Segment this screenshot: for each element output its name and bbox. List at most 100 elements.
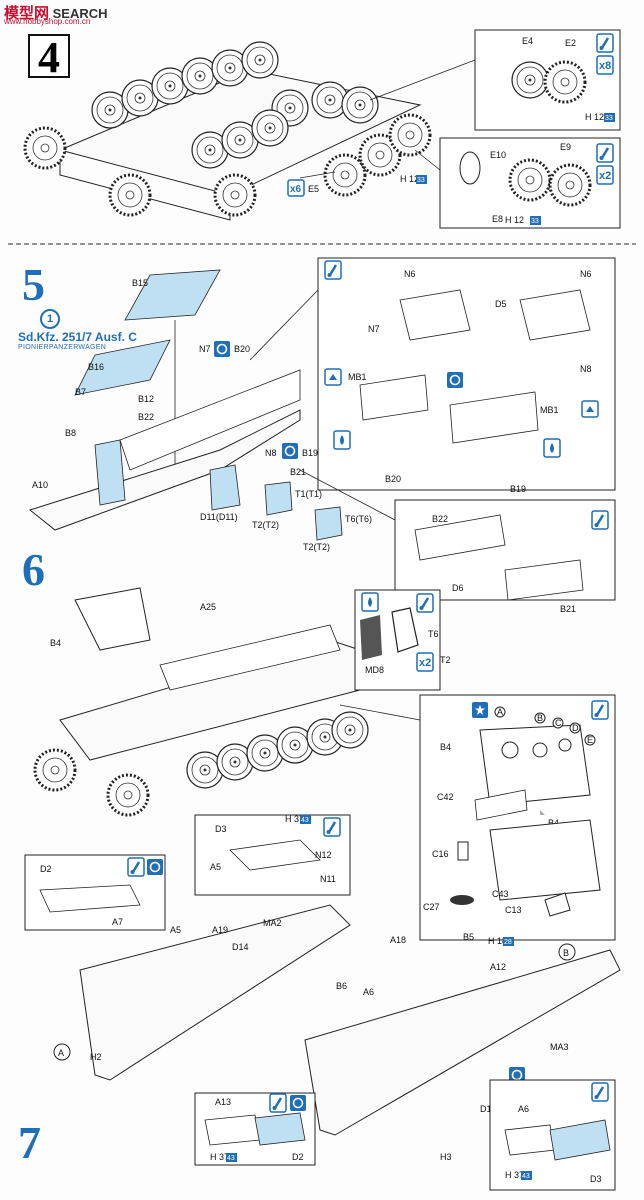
- label-B15: B15: [132, 278, 148, 288]
- label-A12: A12: [490, 962, 506, 972]
- step-7-illustration: D3 H 37 43 N12 A5 N11 D2 A7 A5 A19 MA2 D…: [24, 814, 621, 1191]
- paint-ref: H 37: [505, 1170, 524, 1180]
- watermark: 模型网 SEARCH www.hobbyshop.com.cn: [4, 2, 108, 26]
- qty-x2: x2: [599, 170, 611, 182]
- step-6-illustration: B4 A25 x2 T6 MD8 T2: [33, 587, 616, 941]
- label-E5: E5: [308, 184, 319, 194]
- paint-code: 33: [417, 177, 425, 184]
- label-D11: D11(D11): [200, 512, 238, 522]
- qty-x6: x6: [290, 184, 302, 195]
- label-C16: C16: [432, 849, 449, 859]
- label-N12: N12: [315, 850, 332, 860]
- paint-icon: [126, 856, 146, 878]
- label-D2-detail: D2: [292, 1152, 304, 1162]
- label-B20: B20: [234, 344, 250, 354]
- label-T2-detail: T2: [440, 655, 451, 665]
- option-1-marker: 1: [40, 309, 60, 329]
- paint-icon: [268, 1092, 288, 1114]
- label-A7: A7: [112, 917, 123, 927]
- glue-icon: [543, 438, 561, 458]
- paint-code: 33: [531, 218, 539, 225]
- label-A25: A25: [200, 602, 216, 612]
- paint-ref: H 37: [285, 814, 304, 824]
- paint-icon: [323, 259, 343, 281]
- label-B22-detail: B22: [432, 514, 448, 524]
- step-5-illustration: B15 B16 B7 B12 B22 B8 A10 N7 B20 N8 B19 …: [28, 257, 616, 614]
- label-B19-detail: B19: [510, 484, 526, 494]
- label-MA3: MA3: [550, 1042, 569, 1052]
- label-N7: N7: [199, 344, 211, 354]
- paint-code: 43: [522, 1173, 530, 1180]
- paint-icon: [590, 1081, 610, 1103]
- label-H2: H2: [90, 1052, 102, 1062]
- version-subtitle: PIONIERPANZERWAGEN: [18, 344, 107, 351]
- label-E9: E9: [560, 142, 571, 152]
- gauge-A: A: [497, 707, 503, 717]
- label-D6: D6: [452, 583, 464, 593]
- step-7-number: 7: [18, 1117, 41, 1168]
- paint-icon: [590, 699, 610, 721]
- label-D2: D2: [40, 864, 52, 874]
- label-T2: T2(T2): [252, 520, 279, 530]
- paint-ref: H 12: [400, 174, 419, 184]
- label-D3: D3: [215, 824, 227, 834]
- label-MA2: MA2: [263, 918, 282, 928]
- gauge-C: C: [555, 718, 562, 728]
- label-N8: N8: [265, 448, 277, 458]
- paint-icon: [595, 32, 615, 54]
- label-A5: A5: [210, 862, 221, 872]
- label-N7-detail: N7: [368, 324, 380, 334]
- paint-icon: [415, 592, 435, 614]
- label-E8: E8: [492, 214, 503, 224]
- label-B6: B6: [336, 981, 347, 991]
- label-B20-detail: B20: [385, 474, 401, 484]
- label-T6: T6(T6): [345, 514, 372, 524]
- label-E4: E4: [522, 36, 533, 46]
- gauge-D: D: [572, 723, 579, 733]
- gauge-E: E: [587, 735, 593, 745]
- label-A6-detail: A6: [518, 1104, 529, 1114]
- label-B4-detail: B4: [440, 742, 451, 752]
- paint-icon: [590, 509, 610, 531]
- label-N6: N6: [404, 269, 416, 279]
- label-B16: B16: [88, 362, 104, 372]
- label-B19: B19: [302, 448, 318, 458]
- label-MD8: MD8: [365, 665, 384, 675]
- label-A18: A18: [390, 935, 406, 945]
- label-E2: E2: [565, 38, 576, 48]
- label-N11: N11: [320, 874, 336, 884]
- paint-code: 28: [504, 939, 512, 946]
- label-B5: B5: [463, 932, 474, 942]
- paint-icon: [322, 816, 342, 838]
- label-C43: C43: [492, 889, 509, 899]
- label-B4: B4: [50, 638, 61, 648]
- label-D3-detail: D3: [590, 1174, 602, 1184]
- label-B7: B7: [75, 387, 86, 397]
- qty-x8: x8: [599, 60, 611, 72]
- paint-ref: H 12: [505, 215, 524, 225]
- glue-icon: [333, 430, 351, 450]
- label-T6-detail: T6: [428, 629, 439, 639]
- step-4-illustration: E4 E2 x8 H 12 33 E10 E9 E8 x2 H 12 33 x6…: [23, 29, 621, 229]
- paint-ref: H 37: [210, 1152, 229, 1162]
- label-MB1: MB1: [540, 405, 559, 415]
- paint-code: 43: [227, 1155, 235, 1162]
- label-A5-main: A5: [170, 925, 181, 935]
- label-B4-detail: B4: [548, 818, 559, 828]
- label-T1: T1(T1): [295, 489, 322, 499]
- step-5-caption: Sd.Kfz. 251/7 Ausf. C PIONIERPANZERWAGEN: [18, 330, 137, 351]
- watermark-url: www.hobbyshop.com.cn: [4, 17, 91, 26]
- label-C13: C13: [505, 905, 522, 915]
- gauge-B: B: [537, 713, 543, 723]
- label-N8-detail: N8: [580, 364, 592, 374]
- step-6-number: 6: [22, 544, 45, 595]
- label-A13: A13: [215, 1097, 231, 1107]
- label-T2-second: T2(T2): [303, 542, 330, 552]
- label-H3: H3: [440, 1152, 452, 1162]
- label-B21: B21: [290, 467, 306, 477]
- label-A19: A19: [212, 925, 228, 935]
- marker-B: B: [563, 948, 569, 958]
- label-N6: N6: [580, 269, 592, 279]
